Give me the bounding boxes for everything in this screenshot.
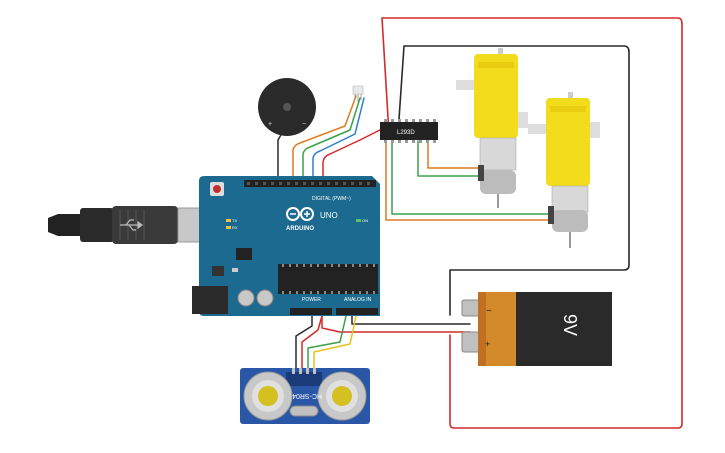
wire-digital-green [302, 97, 361, 184]
wire-digital-blue [312, 97, 365, 184]
ultrasonic-transducer-left [243, 371, 293, 421]
wire-digital-orange [292, 95, 357, 184]
wire-digital-red [322, 129, 381, 184]
analog-header-label: ANALOG IN [344, 297, 372, 303]
wire-motor2-green [391, 140, 549, 215]
wire-digital-black-buzzer [277, 127, 286, 184]
digital-header-label: DIGITAL (PWM~) [312, 196, 351, 202]
wire-battery-black [351, 315, 471, 325]
battery-minus-label: − [486, 306, 492, 317]
buzzer-minus-label: − [302, 121, 306, 128]
dc-motor-2[interactable] [528, 92, 600, 248]
battery-voltage: 9V [560, 314, 580, 336]
crystal [289, 405, 319, 417]
wire-black-ground-loop [397, 45, 630, 316]
capacitor [237, 289, 255, 307]
wire-sensor-green [307, 315, 347, 374]
power-header [290, 308, 332, 315]
arduino-uno-board[interactable]: DIGITAL (PWM~) TX RX ON ARDUINO UNO [192, 176, 380, 316]
analog-header [336, 308, 378, 315]
wire-motor1-orange [427, 140, 479, 169]
on-label: ON [362, 218, 368, 223]
arduino-logo-icon [286, 207, 314, 221]
wire-sensor-red [301, 315, 323, 374]
ultrasonic-transducer-right [317, 371, 367, 421]
battery-plus-label: + [485, 339, 490, 349]
usb-icon [120, 219, 143, 231]
atmega-chip [278, 264, 378, 294]
l293d-driver-chip[interactable]: L293D [380, 119, 438, 143]
wire-sensor-black [295, 315, 313, 374]
usb-cable [48, 206, 207, 244]
sensor-label: HC-SR04 [292, 392, 322, 399]
digital-header [244, 180, 376, 187]
piezo-buzzer[interactable]: + − [258, 78, 316, 136]
capacitor [256, 289, 274, 307]
power-jack [192, 286, 228, 314]
driver-label: L293D [397, 130, 415, 136]
battery-9v[interactable]: − + 9V [461, 292, 612, 366]
rx-label: RX [232, 225, 238, 230]
board-model: UNO [320, 211, 338, 220]
wire-motor2-orange [385, 140, 549, 221]
wire-motor1-green [417, 140, 479, 177]
power-header-label: POWER [302, 297, 321, 303]
hc-sr04-sensor[interactable]: HC-SR04 [240, 368, 370, 424]
tx-label: TX [232, 218, 237, 223]
dc-motor-1[interactable] [456, 48, 528, 208]
wire-sensor-yellow [313, 315, 357, 374]
board-brand: ARDUINO [286, 226, 314, 232]
wires [277, 17, 683, 429]
rgb-led[interactable] [352, 85, 364, 102]
wire-battery-red [321, 315, 471, 333]
buzzer-plus-label: + [268, 121, 272, 128]
wire-red-power-loop [381, 17, 683, 429]
